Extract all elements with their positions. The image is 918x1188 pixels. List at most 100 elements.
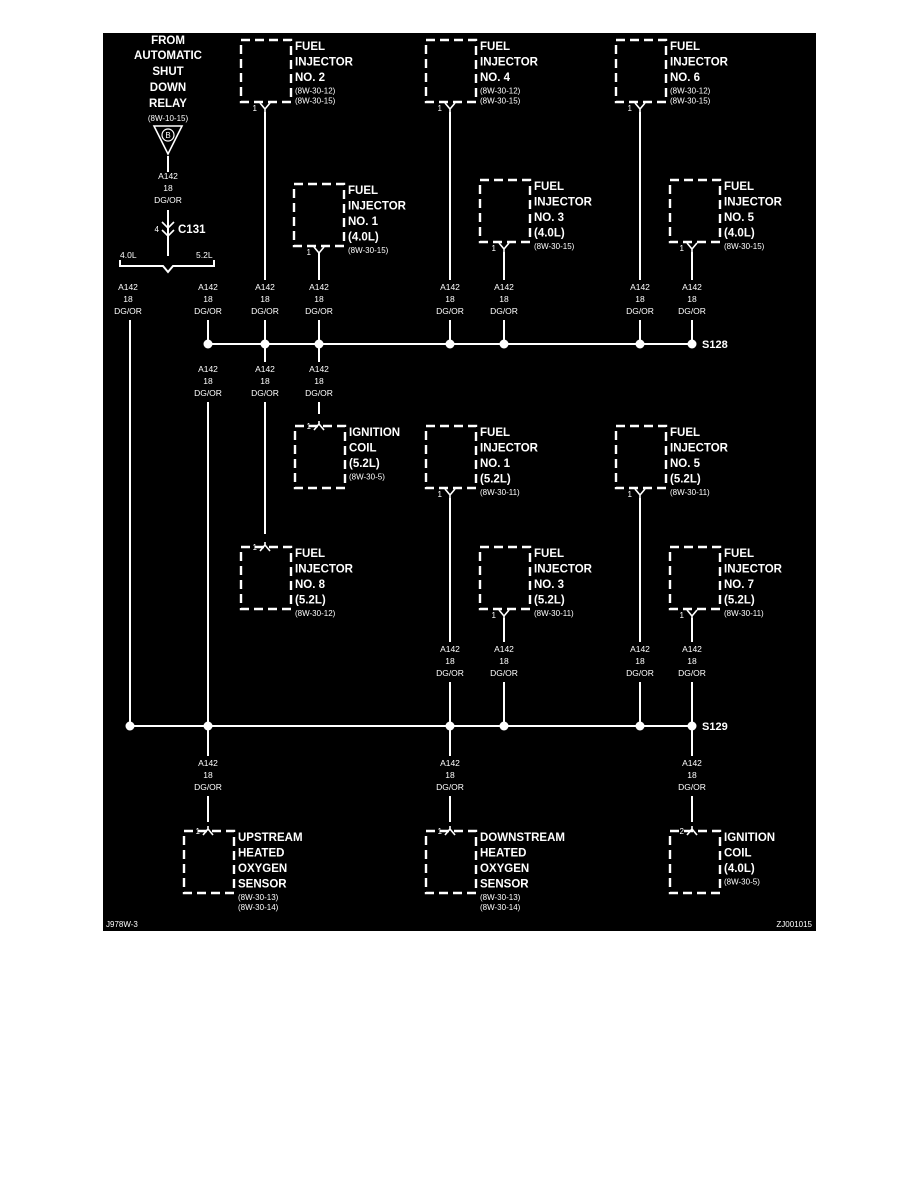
component-inj2-label-2: NO. 2	[295, 72, 325, 84]
wire-label-coil-52-0: A142	[309, 364, 329, 374]
wire-label-coil-40-0: A142	[682, 758, 702, 768]
component-inj6-label-0: FUEL	[670, 41, 700, 53]
component-inj5-52-connector	[634, 488, 646, 498]
wire-label-inj1-52-0: A142	[440, 644, 460, 654]
wires	[119, 112, 693, 822]
component-inj4-label-0: FUEL	[480, 41, 510, 53]
splice-dot-3	[445, 339, 455, 349]
wire-label-inj2-2: DG/OR	[251, 306, 279, 316]
wire-label-coil-52-2: DG/OR	[305, 388, 333, 398]
splice-dot-6	[687, 339, 697, 349]
component-up-o2-ref-1: (8W-30-14)	[238, 903, 279, 912]
component-inj6-ref-1: (8W-30-15)	[670, 97, 711, 106]
component-inj1-40-ref-0: (8W-30-15)	[348, 246, 389, 255]
component-up-o2: 1UPSTREAMHEATEDOXYGENSENSOR(8W-30-13)(8W…	[182, 826, 303, 912]
component-inj8-52-label-2: NO. 8	[295, 579, 326, 591]
branch-bracket	[119, 260, 215, 274]
wire-label-inj3-52-2: DG/OR	[490, 668, 518, 678]
wire-label-branch-52-1: 18	[203, 294, 213, 304]
wire-label-coil-52-mask	[301, 363, 337, 399]
component-coil-40-label-2: (4.0L)	[724, 863, 755, 875]
wire-label-coil-40-mask	[674, 757, 710, 793]
component-inj5-52-label-3: (5.2L)	[670, 474, 701, 486]
branch-left-label: 4.0L	[120, 250, 137, 260]
component-inj5-40-connector	[686, 242, 698, 252]
wire-label-inj1-40-1: 18	[314, 294, 324, 304]
component-coil-52-ref-0: (8W-30-5)	[349, 473, 385, 482]
wire-label-branch-40-mask	[110, 281, 146, 317]
component-up-o2-label-2: OXYGEN	[238, 863, 287, 875]
component-inj8-52-pin: 1	[253, 543, 258, 552]
component-inj7-52-label-2: NO. 7	[724, 579, 754, 591]
wire-label-inj3-52-1: 18	[499, 656, 509, 666]
component-inj4-label-2: NO. 4	[480, 72, 511, 84]
component-inj4-connector	[444, 102, 456, 112]
component-coil-52-pin: 1	[307, 422, 312, 431]
c131-pin: 4	[155, 225, 160, 234]
component-inj5-52-label-0: FUEL	[670, 427, 700, 439]
component-coil-40-label-1: COIL	[724, 848, 751, 860]
wire-label-inj6-1: 18	[635, 294, 645, 304]
component-inj7-52-label-0: FUEL	[724, 548, 754, 560]
wire-label-inj5-40-0: A142	[682, 282, 702, 292]
component-inj3-52-ref-0: (8W-30-11)	[534, 609, 574, 618]
component-inj6-connector	[634, 102, 646, 112]
wire-label-inj8-1: 18	[260, 376, 270, 386]
wire-label-inj3-52-0: A142	[494, 644, 514, 654]
wire-label-inj2-mask	[247, 281, 283, 317]
component-inj3-40-label-1: INJECTOR	[534, 197, 593, 209]
component-inj4-label-1: INJECTOR	[480, 57, 539, 69]
component-inj5-40-label-2: NO. 5	[724, 212, 755, 224]
component-down-o2-label-3: SENSOR	[480, 879, 529, 891]
branch-right-label: 5.2L	[196, 250, 213, 260]
wire-label-down-o2-0: A142	[440, 758, 460, 768]
splice-s129-label: S129	[702, 721, 728, 733]
component-inj1-52-pin: 1	[438, 490, 443, 499]
component-inj1-52-label-2: NO. 1	[480, 458, 511, 470]
component-down-o2-label-1: HEATED	[480, 848, 526, 860]
component-inj2-label-1: INJECTOR	[295, 57, 354, 69]
component-inj6-label-1: INJECTOR	[670, 57, 729, 69]
c131-label: C131	[178, 224, 206, 236]
source-wire-circuit: A142	[158, 171, 178, 181]
wire-label-inj3-40-2: DG/OR	[490, 306, 518, 316]
asd-terminal-triangle	[152, 125, 184, 156]
wire-label-inj5-52-1: 18	[635, 656, 645, 666]
component-up-o2-label-0: UPSTREAM	[238, 832, 303, 844]
component-inj2-label-0: FUEL	[295, 41, 325, 53]
component-inj5-52-label-1: INJECTOR	[670, 443, 729, 455]
wire-label-branch-52-2: DG/OR	[194, 306, 222, 316]
splice-dot-8	[203, 721, 213, 731]
wire-label-inj5-40-mask	[674, 281, 710, 317]
component-inj5-52-ref-0: (8W-30-11)	[670, 488, 710, 497]
wire-label-inj1-52-2: DG/OR	[436, 668, 464, 678]
wire-label-inj5-52-2: DG/OR	[626, 668, 654, 678]
wire-label-inj1-40-0: A142	[309, 282, 329, 292]
component-down-o2-connector	[444, 826, 456, 836]
diagram-id-left: J978W-3	[106, 920, 138, 929]
wire-label-inj4-mask	[432, 281, 468, 317]
component-coil-40-connector	[686, 826, 698, 836]
component-coil-52-connector	[313, 421, 325, 431]
asd-terminal-circle	[161, 128, 175, 142]
wire-label-down-o2-1: 18	[445, 770, 455, 780]
wire-label-inj2-0: A142	[255, 282, 275, 292]
component-inj1-40-label-3: (4.0L)	[348, 232, 379, 244]
component-down-o2-ref-0: (8W-30-13)	[480, 893, 521, 902]
component-inj4-ref-1: (8W-30-15)	[480, 97, 521, 106]
component-inj1-40-label-0: FUEL	[348, 185, 378, 197]
component-inj1-40-connector	[313, 246, 325, 256]
component-inj1-40-pin: 1	[307, 248, 312, 257]
